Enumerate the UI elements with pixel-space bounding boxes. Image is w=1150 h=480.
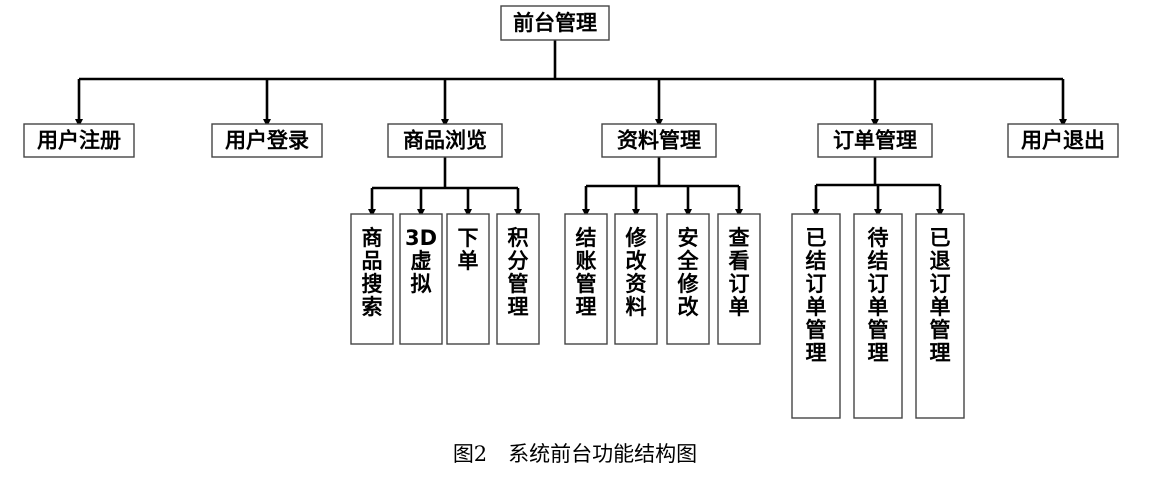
connector-lines xyxy=(75,40,1067,217)
submodule-profile-2-label: 安全修改 xyxy=(677,226,700,319)
submodule-profile-2: 安全修改 xyxy=(666,213,710,345)
module-browse-label: 商品浏览 xyxy=(403,129,487,153)
module-profile-label: 资料管理 xyxy=(617,129,701,153)
submodule-profile-3-box xyxy=(717,213,761,345)
submodule-browse-0: 商品搜索 xyxy=(350,213,394,345)
module-logout: 用户退出 xyxy=(1007,123,1119,158)
submodule-profile-2-box xyxy=(666,213,710,345)
submodule-browse-2: 下单 xyxy=(446,213,490,345)
submodule-profile-3: 查看订单 xyxy=(717,213,761,345)
submodule-profile-1: 修改资料 xyxy=(614,213,658,345)
submodule-orders-1: 待结订单管理 xyxy=(853,213,903,419)
module-orders: 订单管理 xyxy=(817,123,933,158)
submodule-orders-1-box xyxy=(853,213,903,419)
module-orders-box xyxy=(817,123,933,158)
submodule-profile-1-label: 修改资料 xyxy=(625,226,648,319)
submodule-profile-3-label: 查看订单 xyxy=(729,226,750,319)
submodule-orders-2: 已退订单管理 xyxy=(915,213,965,419)
module-browse: 商品浏览 xyxy=(387,123,503,158)
submodule-browse-2-label: 下单 xyxy=(458,226,479,273)
submodule-orders-2-box xyxy=(915,213,965,419)
submodule-orders-0-box xyxy=(791,213,841,419)
submodule-browse-3-label: 积分管理 xyxy=(508,226,529,319)
module-profile-box xyxy=(601,123,717,158)
submodule-profile-1-box xyxy=(614,213,658,345)
submodule-orders-0-label: 已结订单管理 xyxy=(806,226,827,365)
submodule-browse-0-label: 商品搜索 xyxy=(362,226,384,319)
module-login-box xyxy=(211,123,323,158)
module-orders-label: 订单管理 xyxy=(833,129,917,153)
module-logout-box xyxy=(1007,123,1119,158)
submodule-profile-0-label: 结账管理 xyxy=(576,226,597,319)
module-register-box xyxy=(23,123,135,158)
module-login: 用户登录 xyxy=(211,123,323,158)
submodule-profile-0-box xyxy=(564,213,608,345)
submodule-orders-2-label: 已退订单管理 xyxy=(930,226,951,365)
submodule-browse-3-box xyxy=(496,213,540,345)
submodule-orders-0: 已结订单管理 xyxy=(791,213,841,419)
module-profile: 资料管理 xyxy=(601,123,717,158)
submodule-browse-3: 积分管理 xyxy=(496,213,540,345)
submodule-browse-2-box xyxy=(446,213,490,345)
submodule-profile-0: 结账管理 xyxy=(564,213,608,345)
module-login-label: 用户登录 xyxy=(225,129,309,153)
submodule-browse-0-box xyxy=(350,213,394,345)
root-node-label: 前台管理 xyxy=(513,11,597,35)
root-node-box xyxy=(500,5,610,41)
figure-caption: 图2 系统前台功能结构图 xyxy=(453,442,697,466)
submodule-browse-1-box xyxy=(399,213,443,345)
module-register: 用户注册 xyxy=(23,123,135,158)
module-register-label: 用户注册 xyxy=(37,129,121,153)
module-logout-label: 用户退出 xyxy=(1021,129,1105,153)
module-browse-box xyxy=(387,123,503,158)
root-node: 前台管理 xyxy=(500,5,610,41)
submodule-orders-1-label: 待结订单管理 xyxy=(868,226,889,365)
